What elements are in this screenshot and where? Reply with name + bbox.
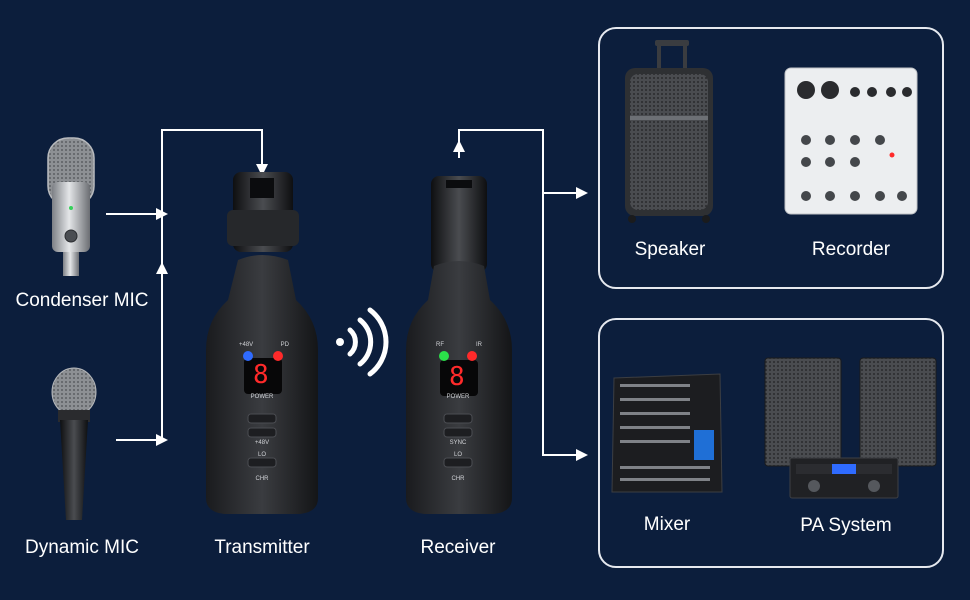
led-pd	[273, 351, 283, 361]
receiver-label: Receiver	[420, 537, 496, 558]
transmitter-led-labels: +48V PD	[239, 342, 289, 348]
receiver-button-chr: CHR	[451, 476, 465, 482]
led-rf	[439, 351, 449, 361]
mixer-image	[611, 373, 723, 493]
transmitter-digit: 8	[253, 360, 269, 390]
transmitter-label: Transmitter	[214, 537, 310, 558]
led-ir	[467, 351, 477, 361]
recorder-image	[784, 67, 918, 215]
dynamic-mic-image	[51, 367, 97, 520]
arrow-condenser	[156, 208, 168, 220]
transmitter-led-label-2: PD	[280, 342, 289, 348]
arrow-receiver-up	[453, 140, 465, 152]
wireless-signal-icon	[336, 307, 389, 377]
receiver-image	[406, 176, 512, 514]
mixer-label: Mixer	[643, 514, 691, 535]
arrow-trunk-up	[156, 262, 168, 274]
arrow-dynamic	[156, 434, 168, 446]
pa-system-label: PA System	[800, 515, 892, 536]
speaker-label: Speaker	[634, 239, 706, 260]
pa-system-image	[764, 357, 937, 499]
output-panel-top	[598, 27, 944, 289]
receiver-digit: 8	[449, 362, 465, 392]
receiver-button-sync: SYNC	[449, 440, 467, 446]
receiver-button-power: POWER	[446, 394, 470, 400]
transmitter-button-power: POWER	[250, 394, 274, 400]
transmitter-button-chr: CHR	[255, 476, 269, 482]
speaker-image	[625, 40, 713, 223]
arrow-heads	[156, 140, 588, 461]
led-48v	[243, 351, 253, 361]
output-panel-bottom	[598, 318, 944, 568]
condenser-mic-label: Condenser MIC	[15, 290, 149, 311]
arrow-to-bottom-panel	[576, 449, 588, 461]
receiver-led-label-1: RF	[436, 342, 444, 348]
transmitter-image	[206, 172, 318, 514]
receiver-button-lo: LO	[453, 452, 462, 458]
transmitter-button-48v: +48V	[254, 440, 270, 446]
receiver-led-labels: RF IR	[436, 342, 482, 348]
arrow-into-transmitter	[256, 164, 268, 176]
arrow-to-top-panel	[576, 187, 588, 199]
dynamic-mic-label: Dynamic MIC	[24, 537, 140, 558]
receiver-led-label-2: IR	[476, 342, 482, 348]
recorder-label: Recorder	[811, 239, 891, 260]
condenser-mic-image	[47, 137, 95, 276]
line-receiver-out	[458, 129, 580, 456]
line-trunk-to-transmitter	[161, 129, 263, 440]
transmitter-led-label-1: +48V	[239, 342, 254, 348]
connection-lines	[106, 129, 580, 456]
transmitter-button-lo: LO	[257, 452, 266, 458]
